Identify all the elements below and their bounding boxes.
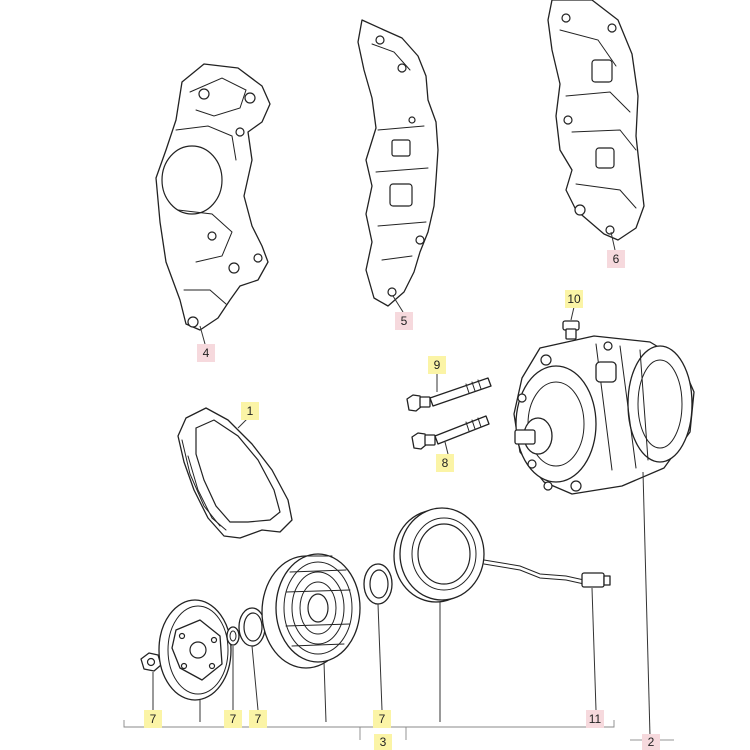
snap-ring[interactable] [238,607,266,647]
pulley[interactable] [261,553,361,669]
callout-7-pulley-ring[interactable]: 7 [373,710,391,728]
bolt-10[interactable] [562,320,580,340]
ribbed-belt[interactable] [177,407,293,539]
leader-lines [152,231,651,737]
callout-7-nut[interactable]: 7 [144,710,162,728]
callout-10[interactable]: 10 [565,290,583,308]
bolt-8[interactable] [411,415,490,450]
clutch-hub-plate[interactable] [158,599,232,701]
callout-11[interactable]: 11 [586,710,604,728]
callout-6[interactable]: 6 [607,250,625,268]
callout-7-shim[interactable]: 7 [224,710,242,728]
callout-7-snap-ring[interactable]: 7 [249,710,267,728]
mounting-bracket-middle[interactable] [357,19,439,307]
callout-1[interactable]: 1 [241,402,259,420]
callout-2[interactable]: 2 [642,734,660,750]
mounting-bracket-left[interactable] [155,63,271,331]
group-bracket-3 [123,720,615,740]
callout-5[interactable]: 5 [395,312,413,330]
coil-wire-connector[interactable] [483,559,611,588]
callout-8[interactable]: 8 [436,454,454,472]
callout-3[interactable]: 3 [374,734,392,750]
bolt-9[interactable] [406,377,492,412]
field-coil[interactable] [393,507,485,603]
pulley-snap-ring[interactable] [363,563,393,605]
callout-9[interactable]: 9 [428,356,446,374]
callout-4[interactable]: 4 [197,344,215,362]
mounting-bracket-right[interactable] [547,0,645,241]
nut-7[interactable] [140,652,162,672]
shim-washer[interactable] [226,626,240,646]
ac-compressor[interactable] [513,335,695,495]
